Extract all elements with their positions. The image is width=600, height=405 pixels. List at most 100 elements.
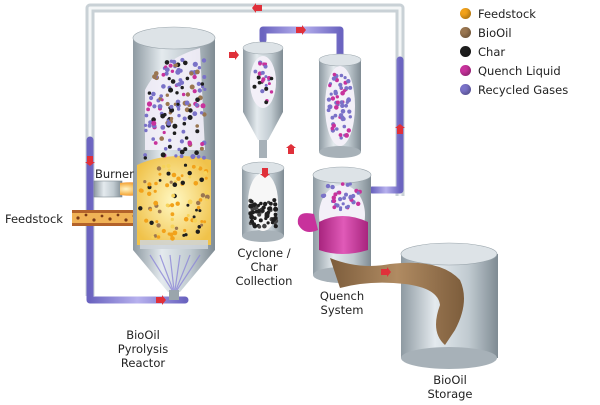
flow-arrow-icon	[85, 156, 95, 166]
particle	[195, 97, 200, 102]
particle	[143, 123, 148, 127]
legend-label: BioOil	[478, 25, 512, 40]
particle	[252, 203, 256, 207]
particle	[339, 100, 344, 104]
particle	[170, 224, 175, 229]
particle	[264, 75, 268, 79]
particle	[171, 172, 177, 178]
particle	[152, 104, 157, 109]
particle	[163, 147, 168, 151]
particle	[173, 63, 178, 67]
reactor-label: BioOil Pyrolysis Reactor	[103, 328, 183, 370]
particle	[168, 63, 173, 68]
particle	[330, 115, 335, 120]
particle	[188, 175, 192, 179]
particle	[337, 190, 342, 195]
flow-arrow-icon	[381, 267, 391, 277]
recycled-gases-dot-icon	[460, 84, 471, 95]
particle	[151, 91, 156, 97]
particle	[263, 64, 268, 69]
particle	[151, 117, 156, 122]
particle	[160, 152, 166, 158]
particle	[203, 171, 208, 175]
flow-arrow-icon	[156, 295, 166, 305]
particle	[261, 205, 266, 210]
particle	[320, 194, 324, 198]
particle	[167, 168, 171, 172]
particle	[183, 147, 188, 152]
particle	[161, 228, 166, 234]
particle	[187, 115, 193, 120]
particle	[338, 82, 343, 87]
flow-arrow-icon	[296, 25, 306, 35]
particle	[169, 232, 174, 237]
particle	[264, 100, 269, 105]
pyrolysis-reactor	[132, 26, 216, 300]
particle	[154, 181, 158, 186]
legend-item-feedstock: Feedstock	[460, 4, 568, 23]
legend-label: Quench Liquid	[478, 63, 561, 78]
particle	[267, 206, 273, 211]
particle	[342, 196, 346, 201]
particle	[153, 189, 157, 193]
particle	[194, 150, 199, 155]
particle	[198, 166, 203, 171]
particle	[339, 73, 344, 78]
particle	[346, 128, 351, 133]
particle	[161, 72, 166, 77]
particle	[181, 129, 186, 134]
particle	[143, 153, 148, 157]
particle	[169, 180, 173, 184]
particle	[169, 59, 174, 63]
particle	[256, 75, 261, 80]
particle	[179, 80, 185, 85]
quench-label: Quench System	[302, 289, 382, 317]
char-dot-icon	[460, 46, 471, 57]
particle	[187, 199, 193, 205]
particle	[161, 84, 166, 89]
particle	[193, 181, 199, 186]
particle	[338, 197, 343, 202]
particle	[149, 220, 154, 225]
particle	[199, 111, 204, 115]
particle	[340, 109, 346, 114]
particle	[170, 236, 175, 241]
particle	[192, 218, 198, 223]
particle	[158, 179, 162, 182]
particle	[338, 133, 343, 137]
particle	[188, 108, 193, 113]
particle	[200, 193, 206, 198]
particle	[197, 66, 202, 70]
particle	[201, 58, 207, 63]
particle	[175, 99, 181, 105]
particle	[183, 60, 188, 66]
particle	[340, 182, 345, 186]
particle	[200, 223, 204, 227]
quench-tower	[318, 53, 362, 158]
particle	[162, 164, 166, 169]
particle	[168, 87, 174, 93]
particle	[196, 81, 201, 86]
particle	[192, 74, 197, 80]
particle	[269, 76, 274, 81]
particle	[333, 113, 338, 118]
legend-label: Feedstock	[478, 6, 536, 21]
particle	[338, 113, 344, 118]
particle	[258, 218, 263, 223]
particle	[186, 203, 190, 207]
particle	[176, 107, 181, 111]
reactor-label-line: Reactor	[120, 356, 166, 370]
particle	[180, 180, 185, 185]
particle	[195, 229, 200, 234]
particle	[330, 126, 335, 131]
cyclone-label-line: Cyclone /	[237, 246, 291, 260]
char-particles	[248, 198, 279, 229]
particle	[335, 95, 339, 99]
particle	[177, 113, 181, 118]
particle	[344, 103, 348, 108]
particle	[257, 212, 262, 217]
legend-item-quench-liquid: Quench Liquid	[460, 61, 568, 80]
particle	[176, 176, 181, 181]
particle	[262, 223, 267, 229]
particle	[160, 125, 166, 130]
